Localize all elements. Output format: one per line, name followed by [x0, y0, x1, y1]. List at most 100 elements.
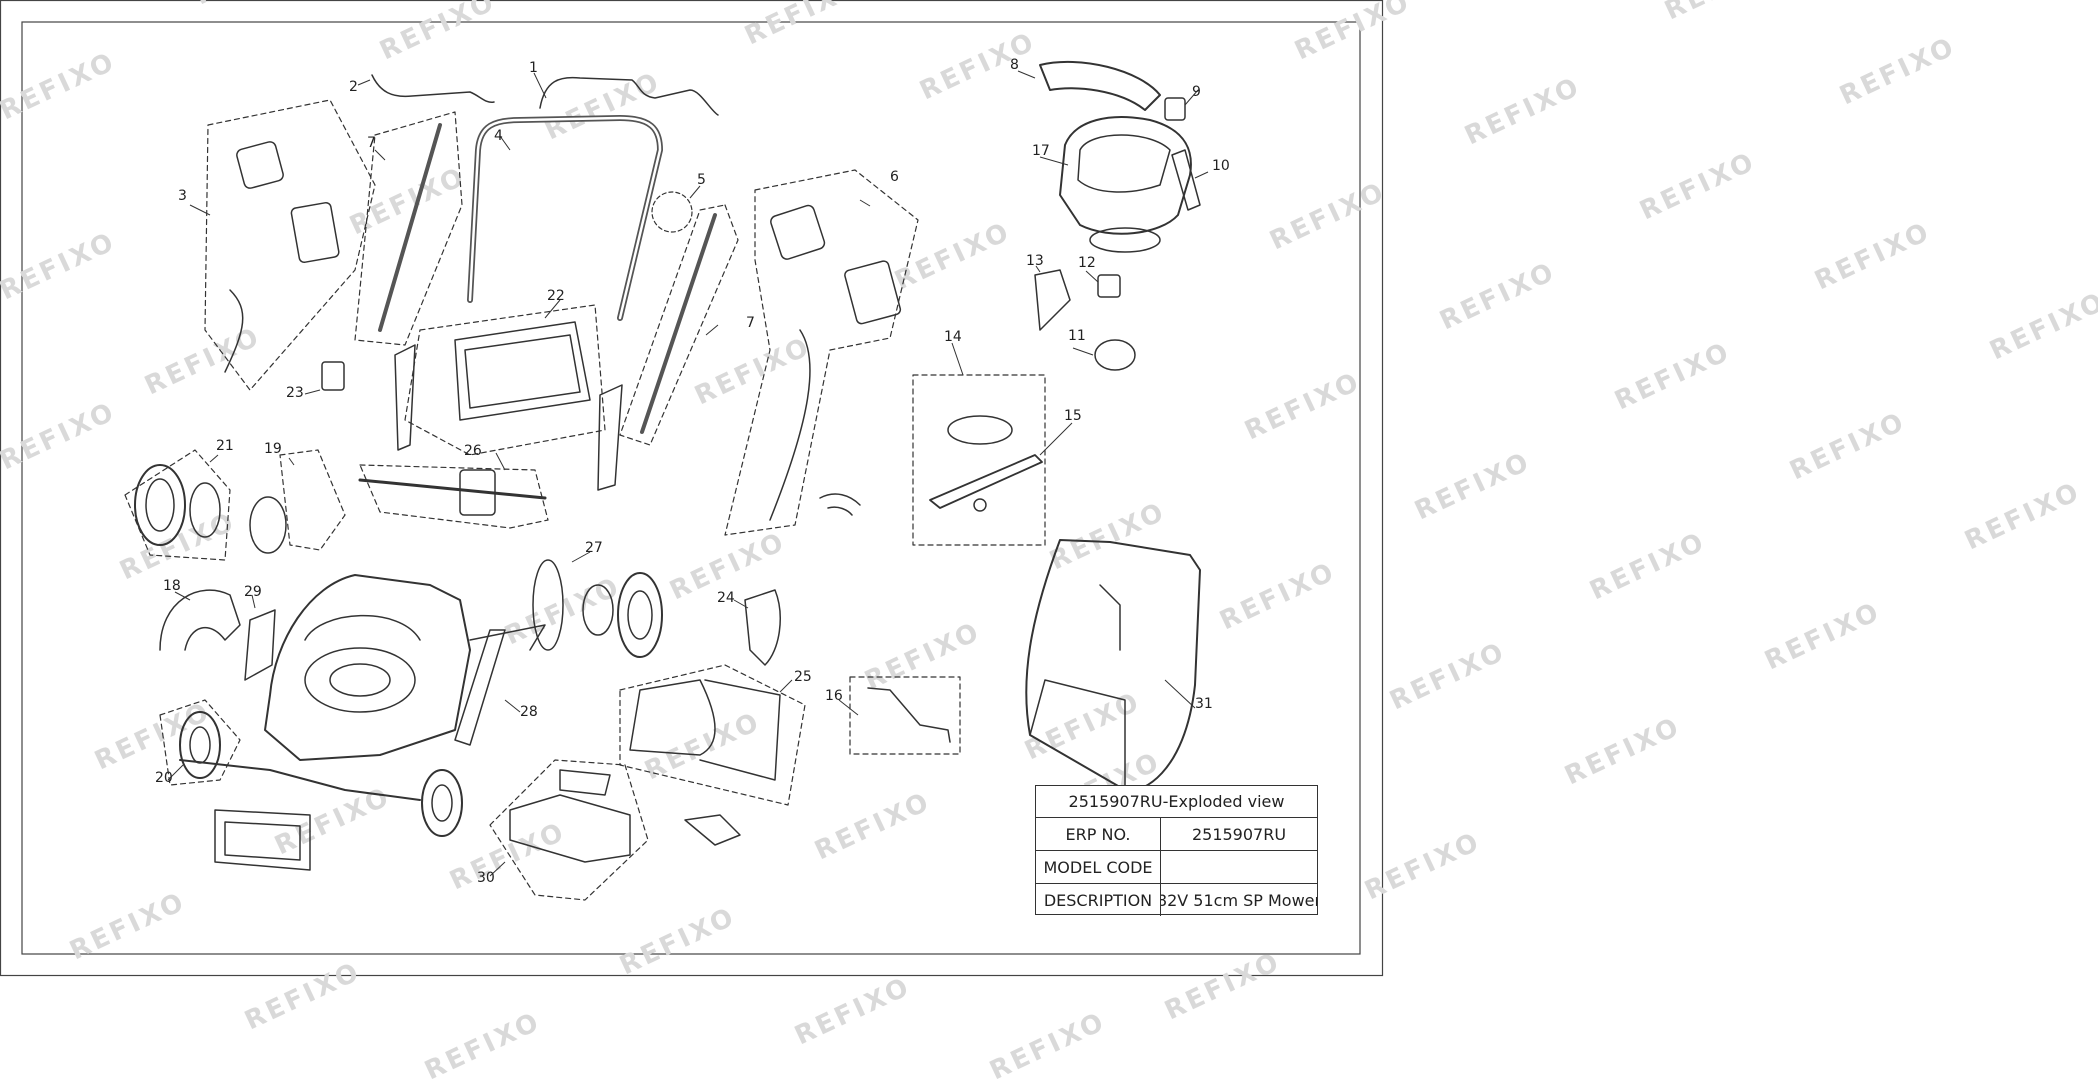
callout-22: 22 — [547, 288, 565, 304]
part-29 — [244, 609, 276, 681]
upper-handle — [467, 115, 663, 321]
watermark: REFIXO — [240, 957, 365, 1037]
callout-9: 9 — [1192, 84, 1201, 100]
callout-4: 4 — [494, 128, 503, 144]
callout-21: 21 — [216, 438, 234, 454]
upper-handle-highlight — [468, 116, 662, 320]
rear-wheel-left — [134, 464, 186, 546]
group-25-outline — [619, 664, 806, 806]
watermark: REFIXO — [1385, 637, 1510, 717]
callout-6: 6 — [890, 169, 899, 185]
watermark: REFIXO — [115, 507, 240, 587]
callout-18: 18 — [163, 578, 181, 594]
mower-deck — [264, 574, 471, 761]
rear-flap-18 — [159, 589, 241, 651]
watermark: REFIXO — [915, 27, 1040, 107]
height-lever-28 — [454, 629, 506, 746]
group-21-outline — [124, 449, 231, 561]
title-block-row-erp: ERP NO. 2515907RU — [1036, 818, 1317, 851]
callout-7-left: 7 — [367, 135, 376, 151]
motor-housing-17-top — [1077, 134, 1171, 193]
callout-20: 20 — [155, 770, 173, 786]
callout-17: 17 — [1032, 143, 1050, 159]
watermark: REFIXO — [0, 397, 121, 477]
watermark: REFIXO — [1985, 287, 2098, 367]
part-13 — [1034, 269, 1071, 331]
group-19-outline — [279, 449, 346, 551]
front-wheel-left — [179, 711, 221, 779]
deck-bowl — [304, 647, 416, 713]
watermark: REFIXO — [740, 0, 865, 51]
erp-value: 2515907RU — [1191, 824, 1287, 844]
inner-frame — [21, 21, 1361, 955]
watermark: REFIXO — [1240, 367, 1365, 447]
watermark: REFIXO — [1360, 827, 1485, 907]
watermark: REFIXO — [0, 227, 121, 307]
lower-handle-left — [378, 123, 442, 332]
watermark: REFIXO — [1660, 0, 1785, 26]
switch-box-right-top — [770, 204, 826, 260]
front-wheel-right — [421, 769, 463, 837]
rear-guard — [629, 679, 716, 756]
callout-15: 15 — [1064, 408, 1082, 424]
callout-31: 31 — [1195, 696, 1213, 712]
switch-23 — [321, 361, 345, 391]
group-30-outline — [489, 759, 649, 901]
wire-2 — [371, 74, 495, 104]
callout-10: 10 — [1212, 158, 1230, 174]
watermark: REFIXO — [1585, 527, 1710, 607]
group-22-outline — [404, 304, 606, 456]
callout-25: 25 — [794, 669, 812, 685]
watermark: REFIXO — [0, 47, 121, 127]
grass-bag-31-handle — [1099, 584, 1121, 651]
watermark: REFIXO — [1785, 407, 1910, 487]
title-block-row-model: MODEL CODE — [1036, 851, 1317, 884]
group-14-outline — [912, 374, 1046, 546]
rear-gear-right — [582, 584, 614, 636]
outer-frame — [0, 0, 1384, 977]
small-bracket — [684, 814, 741, 846]
parts-linework — [124, 60, 1201, 901]
rear-axle — [358, 478, 547, 500]
callout-8: 8 — [1010, 57, 1019, 73]
rear-wheel-right-hub — [627, 590, 653, 640]
front-axle — [179, 759, 421, 801]
group-20-outline — [159, 699, 241, 786]
side-chute-24 — [744, 589, 781, 666]
watermark: REFIXO — [90, 697, 215, 777]
part-5-outline — [651, 191, 693, 233]
callout-27: 27 — [585, 540, 603, 556]
erp-label: ERP NO. — [1036, 818, 1161, 850]
blade-bolt — [973, 498, 987, 512]
front-bumper-inner — [224, 821, 301, 861]
rear-wheel-left-gear — [189, 482, 221, 538]
rear-wheel-right — [617, 572, 663, 658]
leader-lines — [167, 70, 1209, 877]
watermark: REFIXO — [1635, 147, 1760, 227]
cable-16 — [867, 687, 951, 743]
loose-part — [819, 493, 861, 506]
part-11 — [1094, 339, 1136, 371]
watermark: REFIXO — [1290, 0, 1415, 66]
callout-7-right: 7 — [746, 315, 755, 331]
group-7-right-outline — [619, 204, 739, 446]
hubcap-19 — [249, 496, 287, 554]
watermark: REFIXO — [810, 787, 935, 867]
callout-29: 29 — [244, 584, 262, 600]
switch-box-lower — [290, 201, 340, 264]
watermark: REFIXO — [1435, 257, 1560, 337]
drive-motor — [459, 469, 496, 516]
callout-26: 26 — [464, 443, 482, 459]
watermark: REFIXO — [1760, 597, 1885, 677]
part-12 — [1097, 274, 1121, 298]
description-value: 82V 51cm SP Mower — [1161, 890, 1317, 910]
callout-12: 12 — [1078, 255, 1096, 271]
callout-5: 5 — [697, 172, 706, 188]
loose-part — [827, 506, 853, 516]
watermark: REFIXO — [985, 1007, 1110, 1083]
watermark: REFIXO — [1610, 337, 1735, 417]
callout-13: 13 — [1026, 253, 1044, 269]
title-block-heading: 2515907RU-Exploded view — [1036, 786, 1317, 818]
